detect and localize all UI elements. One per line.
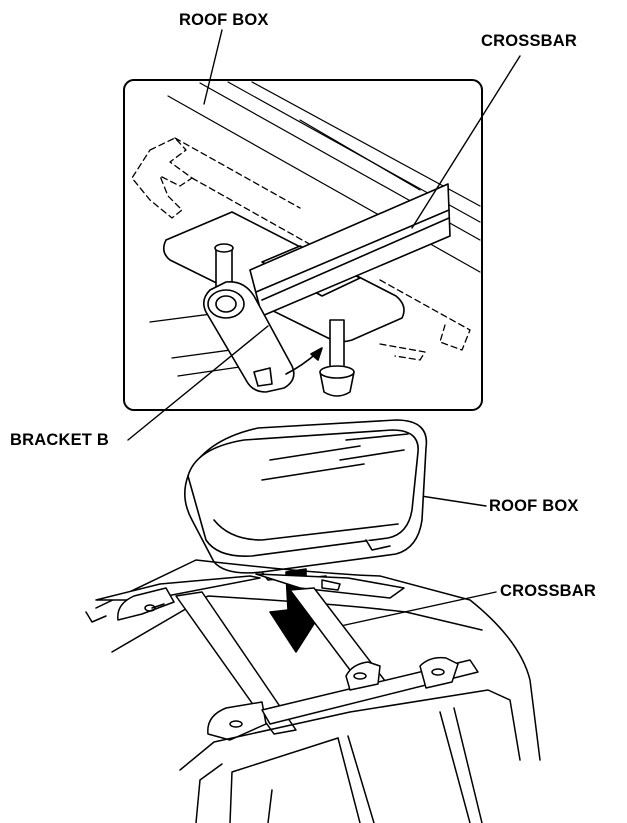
detail-inset xyxy=(123,79,483,411)
leader-lines xyxy=(127,29,521,628)
bracket-b xyxy=(202,280,295,393)
inset-crossbar xyxy=(249,183,451,317)
inset-crossbar-label: CROSSBAR xyxy=(481,32,578,50)
inset-frame xyxy=(123,79,483,411)
hidden-outline-left xyxy=(131,137,321,251)
hidden-outline-right xyxy=(379,279,471,361)
small-curved-arrow-icon xyxy=(285,347,323,375)
bracket-b-label: BRACKET B xyxy=(10,431,109,449)
rail-foot-hole xyxy=(144,604,156,612)
vehicle-roof xyxy=(85,559,541,823)
roof-box xyxy=(184,419,428,581)
inset-roof-box-label: ROOF BOX xyxy=(179,11,269,29)
rail-foot-hole xyxy=(431,668,445,676)
crossbar-label: CROSSBAR xyxy=(500,582,597,600)
roof-box-label: ROOF BOX xyxy=(489,497,579,515)
bolt-right xyxy=(319,319,355,397)
rail-foot-hole xyxy=(353,672,367,680)
rail-foot-hole xyxy=(229,720,243,728)
